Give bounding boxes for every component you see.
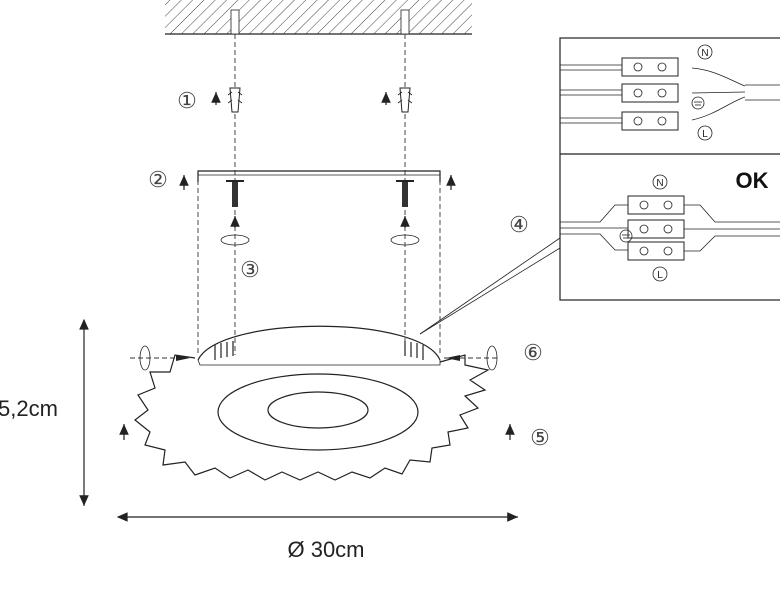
up-arrow-icon bbox=[119, 424, 515, 440]
ceiling bbox=[165, 0, 472, 35]
svg-text:N: N bbox=[701, 48, 708, 59]
neutral-label-lower: N bbox=[652, 174, 668, 190]
wall-plugs bbox=[227, 87, 413, 113]
step-1-label: ① bbox=[177, 88, 197, 113]
height-dimension-label: 5,2cm bbox=[0, 396, 58, 421]
terminal-block-lower bbox=[560, 195, 780, 261]
step-3-label: ③ bbox=[240, 257, 260, 282]
up-arrow-icon bbox=[211, 92, 391, 105]
lamp-body bbox=[134, 354, 490, 481]
terminal-block-upper bbox=[560, 57, 780, 131]
earth-ground-icon bbox=[619, 229, 633, 243]
step-2-label: ② bbox=[148, 167, 168, 192]
neutral-label-upper: N bbox=[697, 44, 713, 60]
svg-text:L: L bbox=[657, 270, 663, 281]
screws bbox=[226, 180, 414, 207]
diameter-dimension-label: Ø 30cm bbox=[287, 537, 364, 562]
live-label-lower: L bbox=[652, 266, 668, 282]
svg-text:L: L bbox=[702, 129, 708, 140]
lamp-canopy bbox=[197, 325, 441, 366]
side-screws bbox=[130, 355, 500, 361]
earth-ground-icon bbox=[691, 96, 705, 110]
rotate-arrow-icon bbox=[139, 345, 498, 371]
up-arrow-icon bbox=[179, 175, 456, 190]
step-6-label: ⑥ bbox=[523, 340, 543, 365]
mounting-bracket bbox=[197, 170, 441, 182]
rotate-arrow-icon bbox=[220, 216, 420, 246]
live-label-upper: L bbox=[697, 125, 713, 141]
ok-label: OK bbox=[736, 168, 769, 193]
step-5-label: ⑤ bbox=[530, 425, 550, 450]
svg-text:N: N bbox=[656, 178, 663, 189]
wiring-pointer bbox=[419, 237, 561, 335]
step-4-label: ④ bbox=[509, 212, 529, 237]
